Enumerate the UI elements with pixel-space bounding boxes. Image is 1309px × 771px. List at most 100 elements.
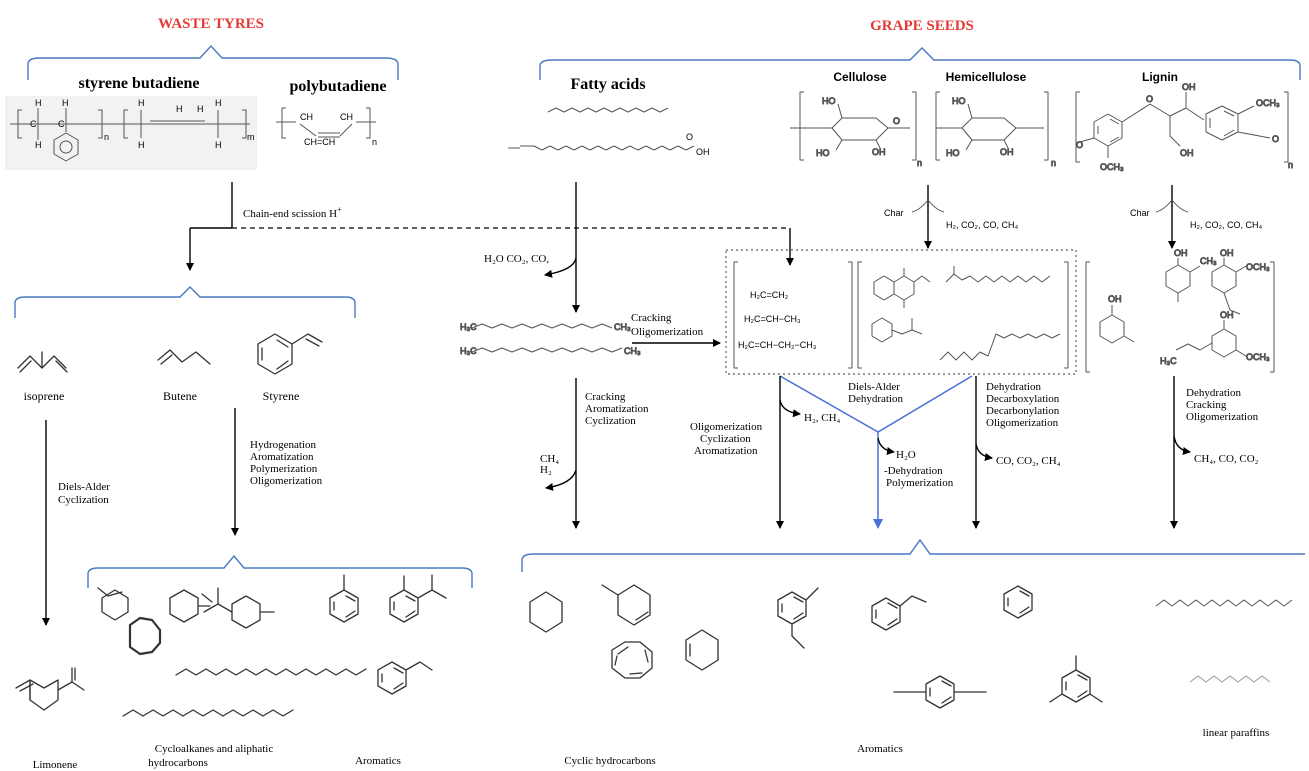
aromatization-label-1: Aromatization (250, 451, 314, 463)
olefin-h2-ch4-arrow (779, 399, 801, 418)
cycloalkanes-label-2: hydrocarbons (148, 757, 208, 769)
svg-text:CH₃: CH₃ (1200, 256, 1217, 266)
phenolic-gas-arrow (1173, 435, 1191, 455)
waste-tyres-brace (27, 44, 399, 80)
svg-text:H₃C: H₃C (460, 346, 477, 356)
blue-v-right (877, 375, 973, 433)
fatty-acid-structure: OH O (508, 107, 710, 157)
svg-text:H: H (176, 104, 183, 114)
linear-paraffins-label: linear paraffins (1203, 727, 1270, 739)
h2-label: H₂ (540, 464, 552, 476)
dehydration-label-2: -Dehydration (884, 465, 943, 477)
svg-text:OCH₃: OCH₃ (1100, 162, 1124, 172)
svg-text:H: H (138, 140, 145, 150)
isoprene-structure (17, 351, 68, 373)
butene-label: Butene (163, 389, 197, 403)
phenolics-group: OH OH CH₃ OH OCH₃ OH OCH₃ H₃C (1085, 248, 1275, 373)
gases-label-2: H₂, CO₂, CO, CH₄ (1190, 220, 1262, 230)
polybutadiene-n: n (372, 137, 377, 147)
cyclization-label-2: Cyclization (585, 415, 636, 427)
hemicellulose-label: Hemicellulose (946, 70, 1027, 84)
cycloalkane-products (97, 587, 367, 717)
tyre-intermediates-brace (14, 286, 356, 318)
oligomerization-label-3: Oligomerization (690, 421, 763, 433)
styrene-structure (257, 333, 323, 375)
waste-tyres-title: WASTE TYRES (158, 16, 264, 32)
diels-alder-label-2: Diels-Alder (848, 381, 900, 393)
blue-v-left (779, 375, 879, 433)
svg-text:OH: OH (1180, 148, 1194, 158)
svg-text:H: H (215, 98, 222, 108)
cracking-label-1: Cracking (631, 312, 672, 324)
svg-text:C: C (30, 119, 37, 129)
oligomerization-label-2: Oligomerization (631, 326, 704, 338)
fatty-acids-label: Fatty acids (570, 76, 645, 93)
cracking-label-2: Cracking (585, 391, 626, 403)
isoprene-label: isoprene (24, 389, 65, 403)
svg-text:n: n (1051, 158, 1056, 168)
lignin-structure: OCH₃ O OH OH OCH₃ O O n (1075, 82, 1294, 173)
cyclization-label-1: Cyclization (58, 494, 109, 506)
aromatics-right-label: Aromatics (857, 743, 903, 755)
diels-alder-label-1: Diels-Alder (58, 481, 110, 493)
char-left-curve-1 (911, 199, 929, 213)
h2-ch4-label: H₂, CH₄ (804, 412, 841, 424)
svg-text:OH: OH (1220, 248, 1234, 258)
h2o-co2-co-label: H₂O CO₂, CO, (484, 253, 549, 265)
svg-text:OH: OH (1182, 82, 1196, 92)
intermediates-dotted-box (725, 249, 1077, 375)
svg-text:OH: OH (1220, 310, 1234, 320)
chain-end-scission-label: Chain-end scission H+ (243, 205, 342, 220)
cellulose-label: Cellulose (833, 70, 887, 84)
svg-text:OCH₃: OCH₃ (1246, 262, 1270, 272)
olefins-group: H₂C=CH₂ H₂C=CH−CH₃ H₂C=CH−CH₂−CH₃ (733, 261, 853, 369)
grape-seeds-brace (539, 47, 1301, 80)
gas-right-curve-2 (1171, 199, 1189, 213)
svg-text:OH: OH (1108, 294, 1122, 304)
svg-text:n: n (1288, 160, 1293, 170)
limonene-label: Limonene (33, 759, 78, 771)
svg-text:O: O (1076, 140, 1083, 150)
oligomerization-label-4: Oligomerization (986, 417, 1059, 429)
lignin-label: Lignin (1142, 70, 1178, 84)
svg-text:O: O (893, 116, 900, 126)
svg-text:m: m (247, 132, 255, 142)
aromatization-label-3: Aromatization (694, 445, 758, 457)
svg-text:H: H (35, 140, 42, 150)
polymerization-label-1: Polymerization (250, 463, 318, 475)
left-aromatic-products (329, 574, 447, 695)
svg-text:C: C (58, 119, 65, 129)
butene-formula: H₂C=CH−CH₂−CH₃ (738, 340, 817, 350)
ethylene-formula: H₂C=CH₂ (750, 290, 789, 300)
polybutadiene-ch-eq: CH=CH (304, 137, 335, 147)
fatty-ch4-h2-arrow (545, 469, 577, 491)
gases-label-1: H₂, CO₂, CO, CH₄ (946, 220, 1018, 230)
svg-text:H₃C: H₃C (1160, 356, 1177, 366)
water-curve (877, 437, 895, 455)
limonene-structure (15, 667, 85, 711)
polybutadiene-ch2-right: CH (340, 112, 353, 122)
svg-text:HO: HO (946, 148, 960, 158)
svg-text:H: H (138, 98, 145, 108)
svg-text:HO: HO (816, 148, 830, 158)
dehydration-label-4: Dehydration (1186, 387, 1241, 399)
styrene-label: Styrene (263, 389, 300, 403)
svg-text:OCH₃: OCH₃ (1256, 98, 1280, 108)
polymerization-label-2: Polymerization (886, 477, 954, 489)
svg-text:H₃C: H₃C (460, 322, 477, 332)
hydrogenation-label: Hydrogenation (250, 439, 316, 451)
svg-text:H: H (35, 98, 42, 108)
svg-text:HO: HO (952, 96, 966, 106)
tyre-products-brace (87, 554, 473, 588)
co-co2-ch4-label: CO, CO₂, CH₄ (996, 455, 1061, 467)
char-left-curve-2 (1155, 199, 1173, 213)
aromatization-label-2: Aromatization (585, 403, 649, 415)
cyclic-hydrocarbons-label: Cyclic hydrocarbons (564, 755, 655, 767)
h2o-label: H₂O (896, 449, 916, 461)
cracking-label-3: Cracking (1186, 399, 1227, 411)
svg-text:HO: HO (822, 96, 836, 106)
svg-text:OCH₃: OCH₃ (1246, 352, 1270, 362)
decarbonylation-label: Decarbonylation (986, 405, 1060, 417)
oligomerization-label-1: Oligomerization (250, 475, 323, 487)
